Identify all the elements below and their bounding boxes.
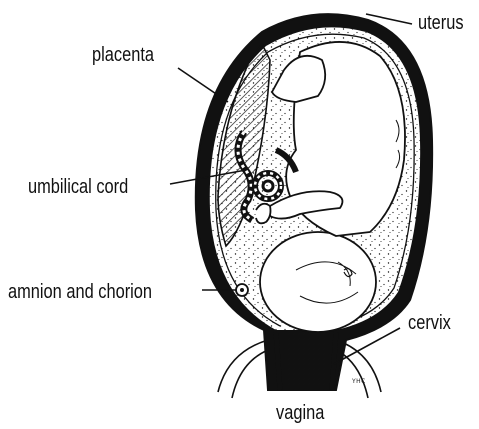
label-amnion-chorion: amnion and chorion bbox=[8, 281, 152, 303]
label-placenta: placenta bbox=[92, 44, 154, 66]
cervix-plug bbox=[286, 330, 326, 388]
label-uterus: uterus bbox=[418, 12, 464, 34]
label-cervix: cervix bbox=[408, 312, 451, 334]
fetus-head bbox=[260, 232, 376, 332]
label-umbilical-cord: umbilical cord bbox=[28, 176, 128, 198]
artist-credit: YHC bbox=[352, 378, 366, 385]
label-vagina: vagina bbox=[276, 402, 324, 424]
